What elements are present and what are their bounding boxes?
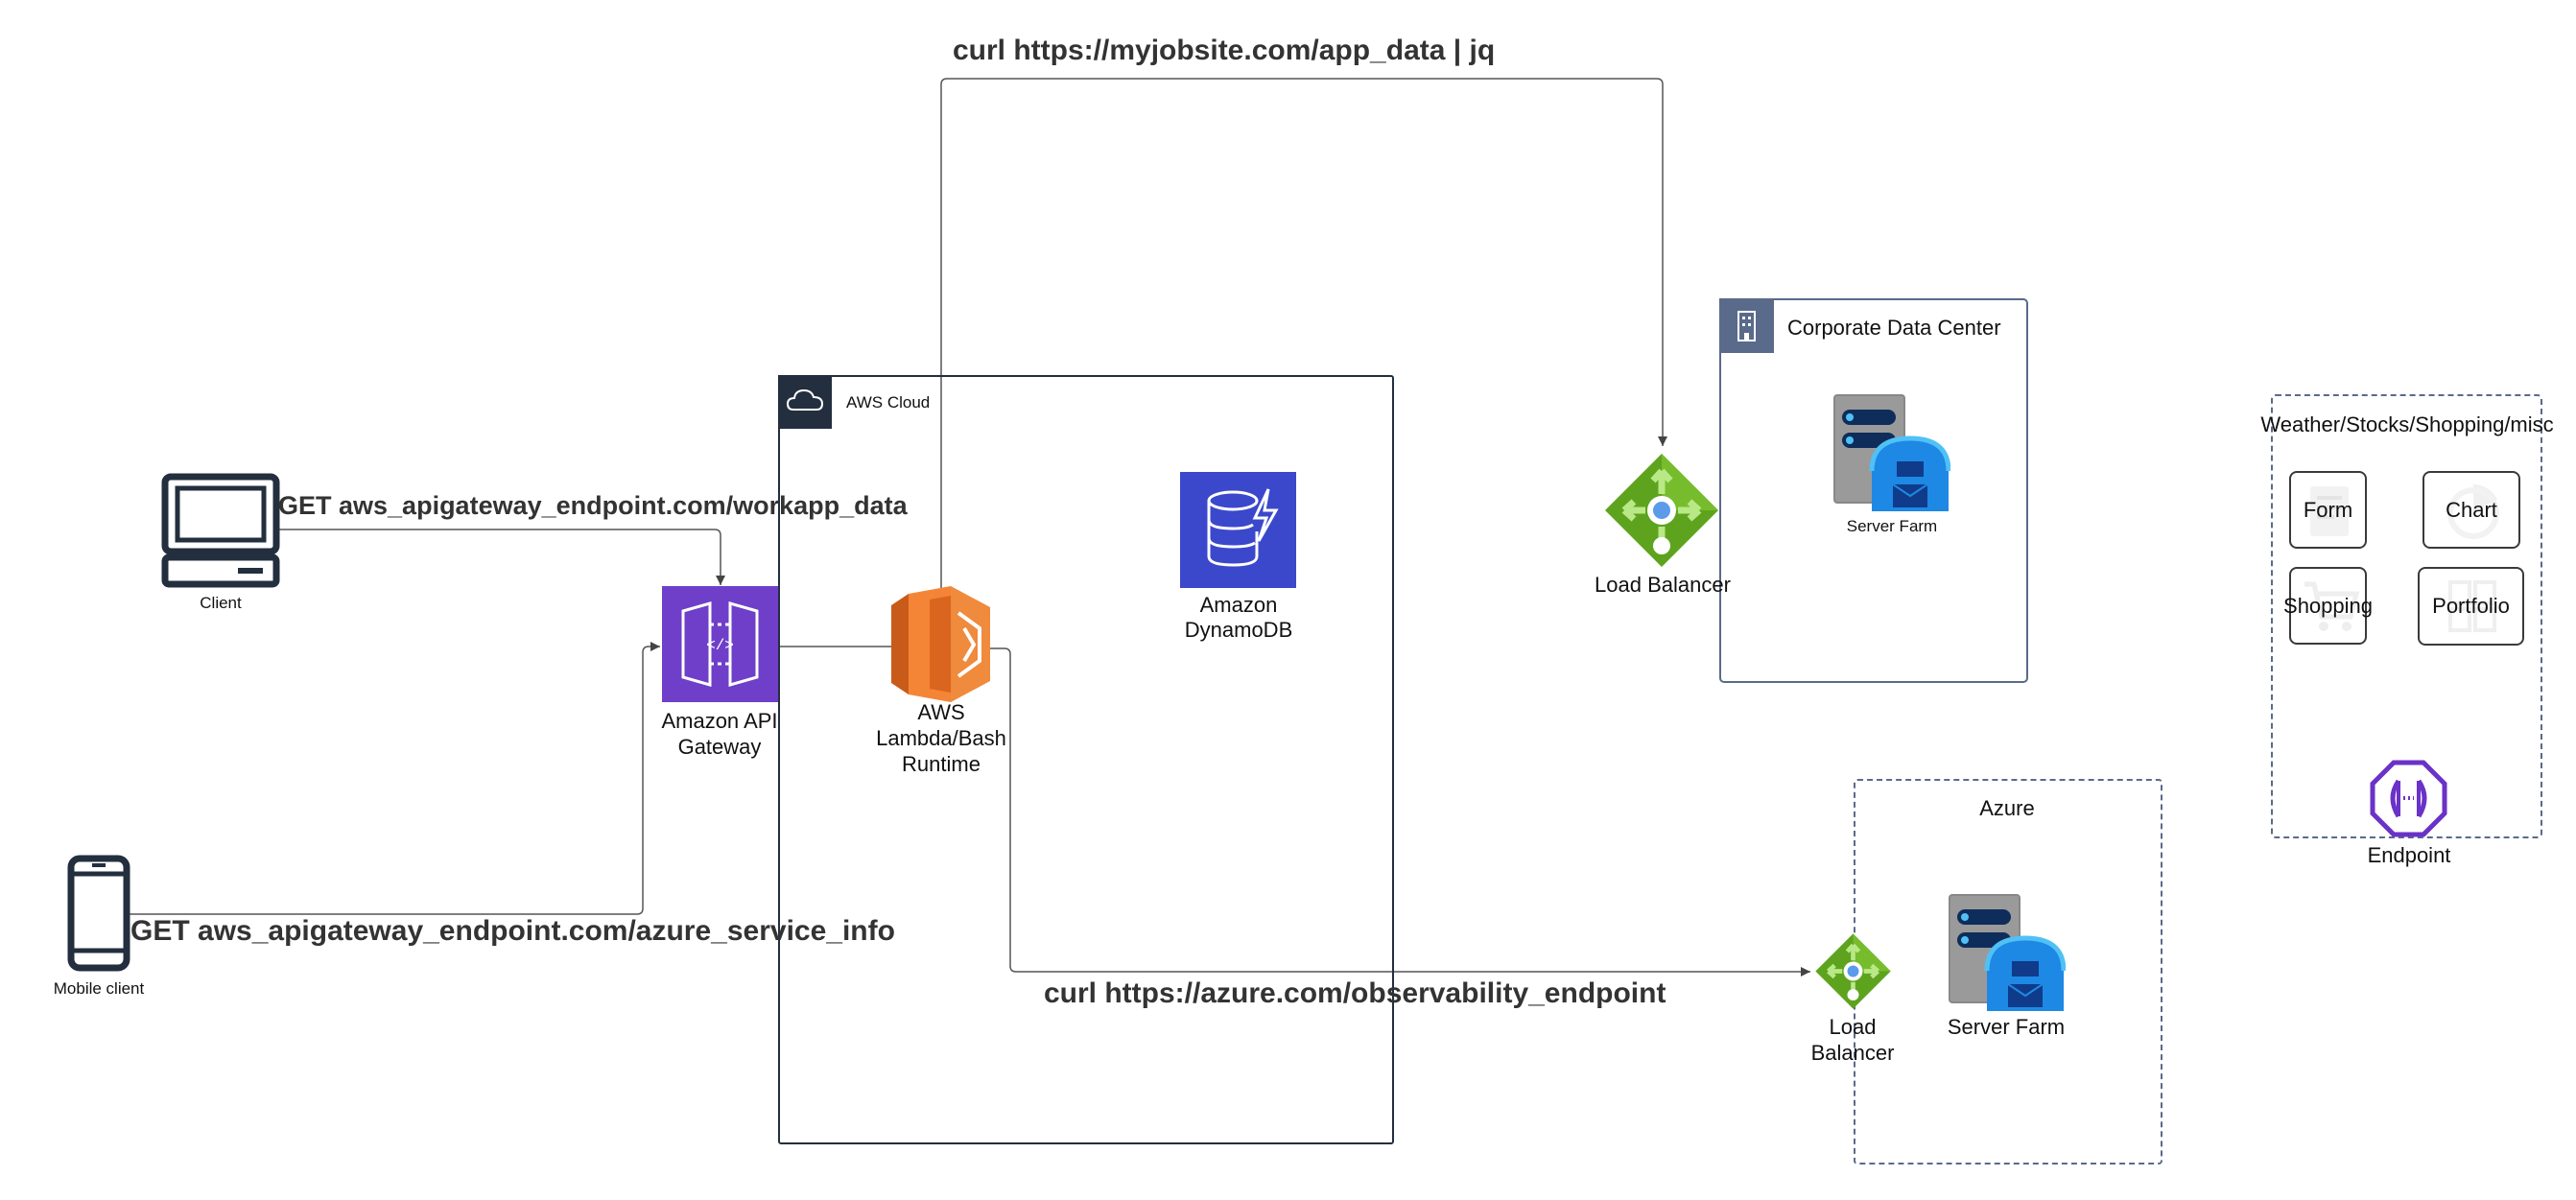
mobile-client-label: Mobile client — [53, 979, 145, 998]
load-balancer-icon[interactable] — [1603, 452, 1720, 569]
edge-label-lambda-to-corporate: curl https://myjobsite.com/app_data | jq — [953, 35, 1496, 66]
shopping-label: Shopping — [2283, 593, 2373, 618]
office-building-icon — [1719, 298, 1774, 353]
corporate-data-center-label: Corporate Data Center — [1787, 316, 2001, 340]
aws-cloud-group[interactable] — [778, 375, 1394, 1144]
server-farm-icon[interactable] — [1833, 394, 1951, 511]
load-balancer-icon[interactable] — [1814, 932, 1892, 1010]
cloud-icon — [778, 375, 832, 429]
shopping-cart-icon — [2304, 581, 2360, 631]
shopping-widget[interactable]: Shopping — [2283, 567, 2373, 645]
lambda-icon[interactable] — [891, 586, 990, 702]
edge-label-client-to-gateway: GET aws_apigateway_endpoint.com/workapp_… — [278, 491, 908, 520]
svg-text:</>: </> — [706, 637, 734, 654]
smartphone-icon[interactable] — [67, 855, 130, 972]
form-widget[interactable]: Form — [2289, 471, 2367, 549]
dynamodb-icon[interactable] — [1180, 472, 1296, 588]
widgets-group[interactable] — [2271, 394, 2542, 838]
form-label: Form — [2303, 497, 2353, 522]
azure-label: Azure — [1979, 796, 2035, 820]
portfolio-widget[interactable]: Portfolio — [2418, 567, 2524, 646]
edge-label-lambda-to-azure: curl https://azure.com/observability_end… — [1044, 977, 1666, 1009]
widgets-group-label: Weather/Stocks/Shopping/misc — [2260, 412, 2554, 436]
edge-lambda-to-corporate[interactable] — [940, 78, 1667, 595]
portfolio-label: Portfolio — [2432, 594, 2510, 618]
chart-label: Chart — [2446, 497, 2497, 522]
edge-label-mobile-to-gateway: GET aws_apigateway_endpoint.com/azure_se… — [130, 915, 895, 947]
endpoint-label: Endpoint — [2367, 843, 2451, 867]
desktop-computer-icon[interactable] — [161, 473, 280, 588]
server-farm-icon[interactable] — [1949, 894, 2067, 1011]
edge-lambda-to-azure[interactable] — [979, 647, 1810, 976]
server-farm-azure-label: Server Farm — [1947, 1015, 2066, 1039]
endpoint-icon[interactable] — [2370, 760, 2447, 837]
edge-mobile-to-gateway[interactable] — [128, 642, 660, 915]
api-gateway-icon[interactable]: </> — [662, 586, 778, 702]
corporate-data-center-group[interactable] — [1719, 298, 2028, 683]
server-farm-corporate-label: Server Farm — [1846, 517, 1938, 535]
aws-cloud-label: AWS Cloud — [846, 393, 931, 412]
form-icon — [2310, 486, 2349, 536]
edge-client-to-gateway[interactable] — [278, 529, 725, 585]
chart-widget[interactable]: Chart — [2422, 471, 2520, 549]
client-label: Client — [200, 594, 242, 612]
chart-icon — [2447, 484, 2499, 539]
portfolio-icon — [2448, 580, 2496, 632]
load-balancer-corporate-label: Load Balancer — [1595, 573, 1731, 597]
